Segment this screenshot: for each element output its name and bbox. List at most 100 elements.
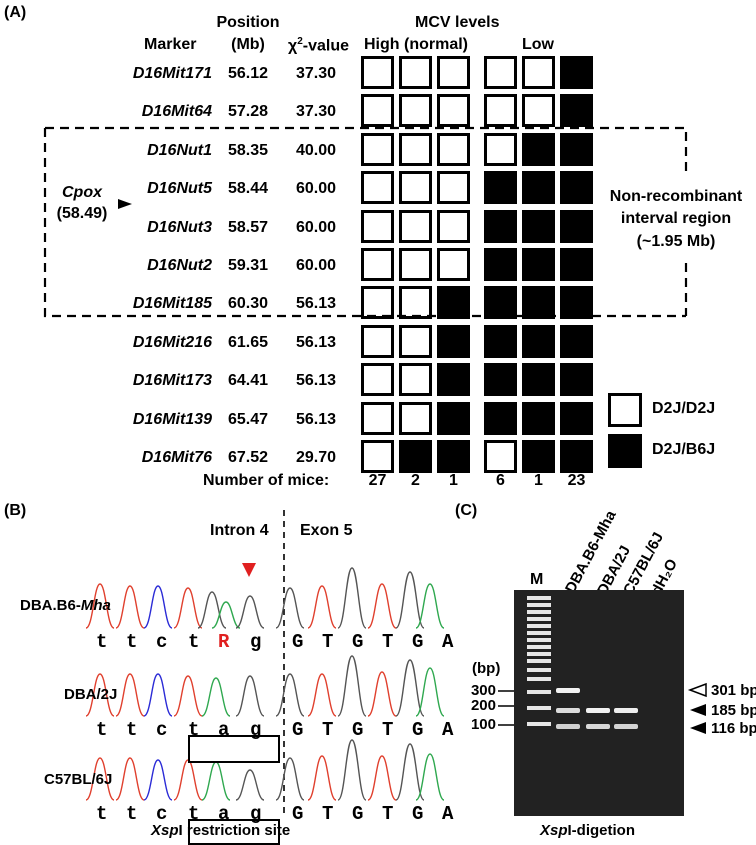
sequence-base: g [250, 803, 262, 825]
genotype-cell-d2j-b6j [560, 286, 593, 320]
genotype-cell-d2j-d2j [437, 132, 470, 166]
trace-peak [235, 675, 265, 717]
trace-peak [337, 655, 367, 717]
chi-square-value: 60.00 [295, 257, 337, 274]
chi-square-value: 40.00 [295, 141, 337, 159]
trace-peak [173, 587, 203, 629]
trace-peak [235, 595, 265, 629]
sequence-base: c [156, 719, 168, 741]
chi-square-value: 56.13 [295, 372, 337, 390]
sequence-base: G [412, 631, 424, 653]
sequence-base: T [382, 803, 394, 825]
mice-count: 1 [534, 472, 543, 489]
filled-arrow-icon [690, 722, 706, 734]
genotype-cell-d2j-b6j [522, 401, 555, 435]
marker-name: D16Mit64 [141, 103, 212, 121]
marker-name: D16Mit185 [132, 295, 212, 313]
marker-name: D16Mit216 [132, 333, 212, 351]
trace-peak [115, 585, 145, 629]
nonrecombinant-line1: Non-recombinant [609, 188, 743, 205]
header-low: Low [522, 36, 554, 53]
genotype-cell-d2j-b6j [522, 132, 555, 166]
trace-peak [395, 743, 425, 801]
genotype-cell-d2j-b6j [522, 440, 555, 473]
ladder-band [527, 722, 551, 726]
header-high-normal: High (normal) [364, 36, 468, 53]
chi-square-value: 37.30 [295, 65, 337, 82]
trace-peak [143, 759, 173, 801]
lane-label-marker: M [530, 571, 544, 588]
ladder-band [527, 624, 551, 628]
chi-square-value: 56.13 [295, 295, 337, 313]
mice-count: 27 [368, 472, 387, 489]
genotype-cell-d2j-d2j [361, 324, 394, 358]
ladder-band [527, 690, 551, 694]
ladder-band [527, 652, 551, 656]
number-of-mice-label: Number of mice: [203, 472, 330, 489]
sequence-base: A [442, 631, 454, 653]
ladder-tick-200: 200 [470, 697, 496, 714]
genotype-cell-d2j-b6j [437, 286, 470, 320]
sequence-base: G [292, 631, 304, 653]
ladder-band [527, 603, 551, 607]
genotype-cell-d2j-b6j [560, 363, 593, 397]
genotype-cell-d2j-d2j [484, 56, 517, 89]
marker-position: 64.41 [227, 372, 269, 390]
trace-peak [307, 585, 337, 629]
genotype-cell-d2j-b6j [522, 363, 555, 397]
genotype-cell-d2j-d2j [361, 56, 394, 89]
sequence-base: c [156, 631, 168, 653]
gel-band [614, 724, 638, 729]
genotype-cell-d2j-d2j [361, 363, 394, 397]
trace-peak [367, 671, 397, 717]
sample-label-dba-b6-mha: DBA.B6-Mha [20, 597, 111, 614]
sequence-base: a [218, 803, 230, 825]
legend-swatch-d2j-d2j [608, 393, 642, 427]
header-mcv-levels: MCV levels [415, 14, 500, 31]
genotype-cell-d2j-b6j [522, 209, 555, 243]
ladder-band [527, 596, 551, 600]
genotype-cell-d2j-b6j [560, 401, 593, 435]
genotype-cell-d2j-d2j [399, 286, 432, 320]
trace-peak [143, 673, 173, 717]
genotype-cell-d2j-b6j [484, 363, 517, 397]
genotype-cell-d2j-d2j [361, 94, 394, 128]
marker-position: 60.30 [227, 295, 269, 313]
marker-name: D16Nut1 [147, 141, 212, 159]
marker-position: 58.35 [227, 141, 269, 159]
trace-peak [197, 591, 227, 629]
ladder-band [527, 631, 551, 635]
sequence-base: g [250, 719, 262, 741]
intron-4-label: Intron 4 [210, 522, 269, 539]
mice-count: 1 [449, 472, 458, 489]
genotype-cell-d2j-d2j [437, 94, 470, 128]
gel-band [614, 708, 638, 713]
genotype-cell-d2j-b6j [522, 324, 555, 358]
sequence-base: t [188, 803, 200, 825]
sequence-base: G [352, 631, 364, 653]
marker-name: D16Mit76 [141, 449, 212, 466]
nonrecombinant-line3: (~1.95 Mb) [636, 233, 716, 250]
trace-peak [307, 755, 337, 801]
marker-position: 65.47 [227, 410, 269, 428]
header-chi-square: χ2-value [288, 36, 350, 55]
genotype-cell-d2j-d2j [399, 56, 432, 89]
trace-peak [415, 753, 445, 801]
open-arrow-icon [687, 682, 707, 698]
sequence-base: a [218, 719, 230, 741]
genotype-cell-d2j-b6j [560, 440, 593, 473]
genotype-cell-d2j-b6j [560, 94, 593, 128]
genotype-cell-d2j-b6j [484, 286, 517, 320]
sample-label-c57bl-6j: C57BL/6J [44, 771, 113, 788]
panel-c-label: (C) [455, 502, 478, 519]
genotype-cell-d2j-d2j [437, 171, 470, 205]
genotype-cell-d2j-b6j [560, 56, 593, 89]
mice-count: 2 [411, 472, 420, 489]
marker-position: 61.65 [227, 333, 269, 351]
trace-peak [115, 757, 145, 801]
genotype-cell-d2j-d2j [484, 132, 517, 166]
genotype-cell-d2j-d2j [361, 132, 394, 166]
sequence-base: t [188, 631, 200, 653]
